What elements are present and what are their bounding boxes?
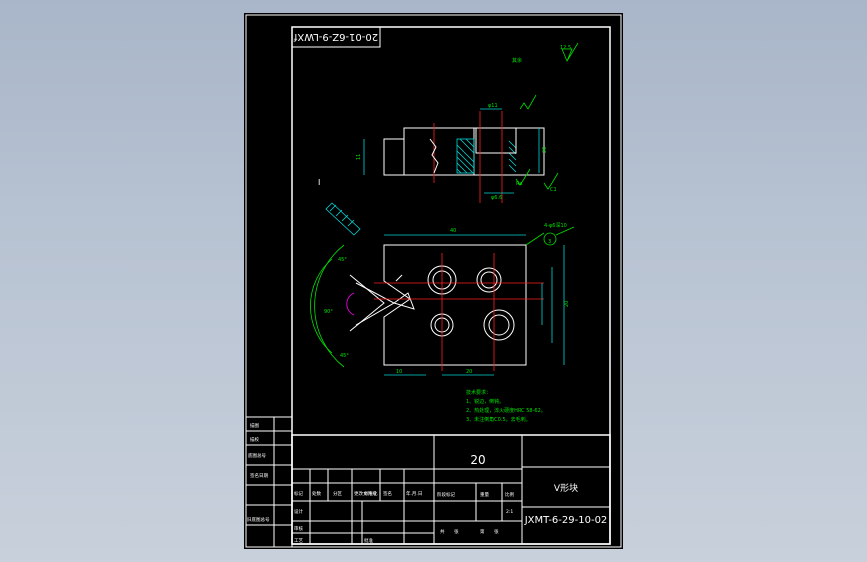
dim-bottom: 20 — [466, 369, 472, 375]
cad-drawing: 20-01-6Z-9-LWXf 其余 12.5 11 φ11 φ6.6 20 C… — [245, 14, 622, 548]
drawing-sheet: 20-01-6Z-9-LWXf 其余 12.5 11 φ11 φ6.6 20 C… — [244, 13, 623, 549]
left-side-table — [245, 416, 293, 548]
sheet-unit-1: 张 — [454, 528, 459, 535]
approve-label: 批准 — [364, 537, 373, 544]
section-mark: I — [318, 178, 320, 187]
hdr-zone: 分区 — [333, 490, 342, 497]
weight-label: 重量 — [480, 491, 489, 498]
left-label-1: 描图 — [250, 422, 259, 429]
chamfer-label: C1 — [550, 187, 557, 193]
note-3: 3、未注倒角C0.5，去毛刺。 — [466, 416, 531, 423]
left-label-5: 旧底图总号 — [247, 516, 270, 523]
drawing-number: JXMT-6-29-10-02 — [524, 515, 608, 526]
technical-notes: 技术要求： 1、锐边，倒钝。 2、热处理，淬火硬度HRC 58-62。 3、未注… — [466, 389, 546, 423]
svg-text:45°: 45° — [340, 353, 349, 359]
svg-text:3: 3 — [548, 239, 551, 245]
part-name: V形块 — [554, 482, 578, 494]
hdr-change: 更改文件号 — [354, 490, 377, 497]
hdr-count: 处数 — [312, 490, 321, 497]
sheet-total: 共 — [440, 528, 445, 535]
svg-text:20: 20 — [542, 147, 548, 153]
detail-hatch — [325, 202, 361, 236]
svg-text:φ6.6: φ6.6 — [491, 195, 502, 201]
outer-border — [245, 14, 622, 548]
sheet-unit-2: 张 — [494, 528, 499, 535]
roughness-symbol — [561, 42, 579, 63]
left-label-2: 描校 — [250, 436, 259, 443]
svg-text:φ11: φ11 — [488, 103, 498, 109]
design-label: 设计 — [294, 508, 303, 515]
svg-text:45°: 45° — [338, 257, 347, 263]
review-label: 审核 — [294, 525, 303, 532]
svg-text:4-φ6深10: 4-φ6深10 — [544, 222, 567, 229]
hdr-mark: 标记 — [294, 490, 303, 497]
hdr-date: 年.月.日 — [406, 490, 422, 497]
process-label: 工艺 — [294, 538, 303, 544]
dim-width: 40 — [450, 228, 456, 234]
inner-border — [291, 26, 611, 545]
left-label-4: 签名日期 — [250, 472, 268, 479]
roughness-value: 12.5 — [560, 45, 571, 51]
code-rotated: 20-01-6Z-9-LWXf — [293, 31, 378, 42]
front-view: 45° 90° 45° 40 20 10 20 4-φ6深10 — [310, 222, 575, 376]
hdr-sign: 签名 — [383, 490, 392, 497]
svg-text:11: 11 — [356, 154, 362, 160]
notes-title: 技术要求： — [466, 389, 491, 396]
angle-label: 90° — [324, 309, 333, 315]
dim-height: 20 — [564, 301, 570, 307]
sheet-no: 第 — [480, 528, 485, 535]
std-label: 标准化 — [364, 490, 378, 497]
stage-label: 阶段标记 — [437, 491, 455, 498]
scale-value: 2:1 — [506, 509, 513, 515]
top-view: 11 φ11 φ6.6 20 C1 Ra — [356, 94, 559, 203]
code-box — [291, 26, 381, 48]
scale-label: 比例 — [505, 491, 514, 498]
surface-note: 其余 — [512, 57, 522, 64]
dim-left: 10 — [396, 369, 402, 375]
note-1: 1、锐边，倒钝。 — [466, 398, 504, 405]
left-label-3: 底图总号 — [248, 452, 266, 459]
title-block — [291, 434, 611, 545]
note-2: 2、热处理，淬火硬度HRC 58-62。 — [466, 407, 546, 414]
quantity: 20 — [470, 453, 485, 467]
